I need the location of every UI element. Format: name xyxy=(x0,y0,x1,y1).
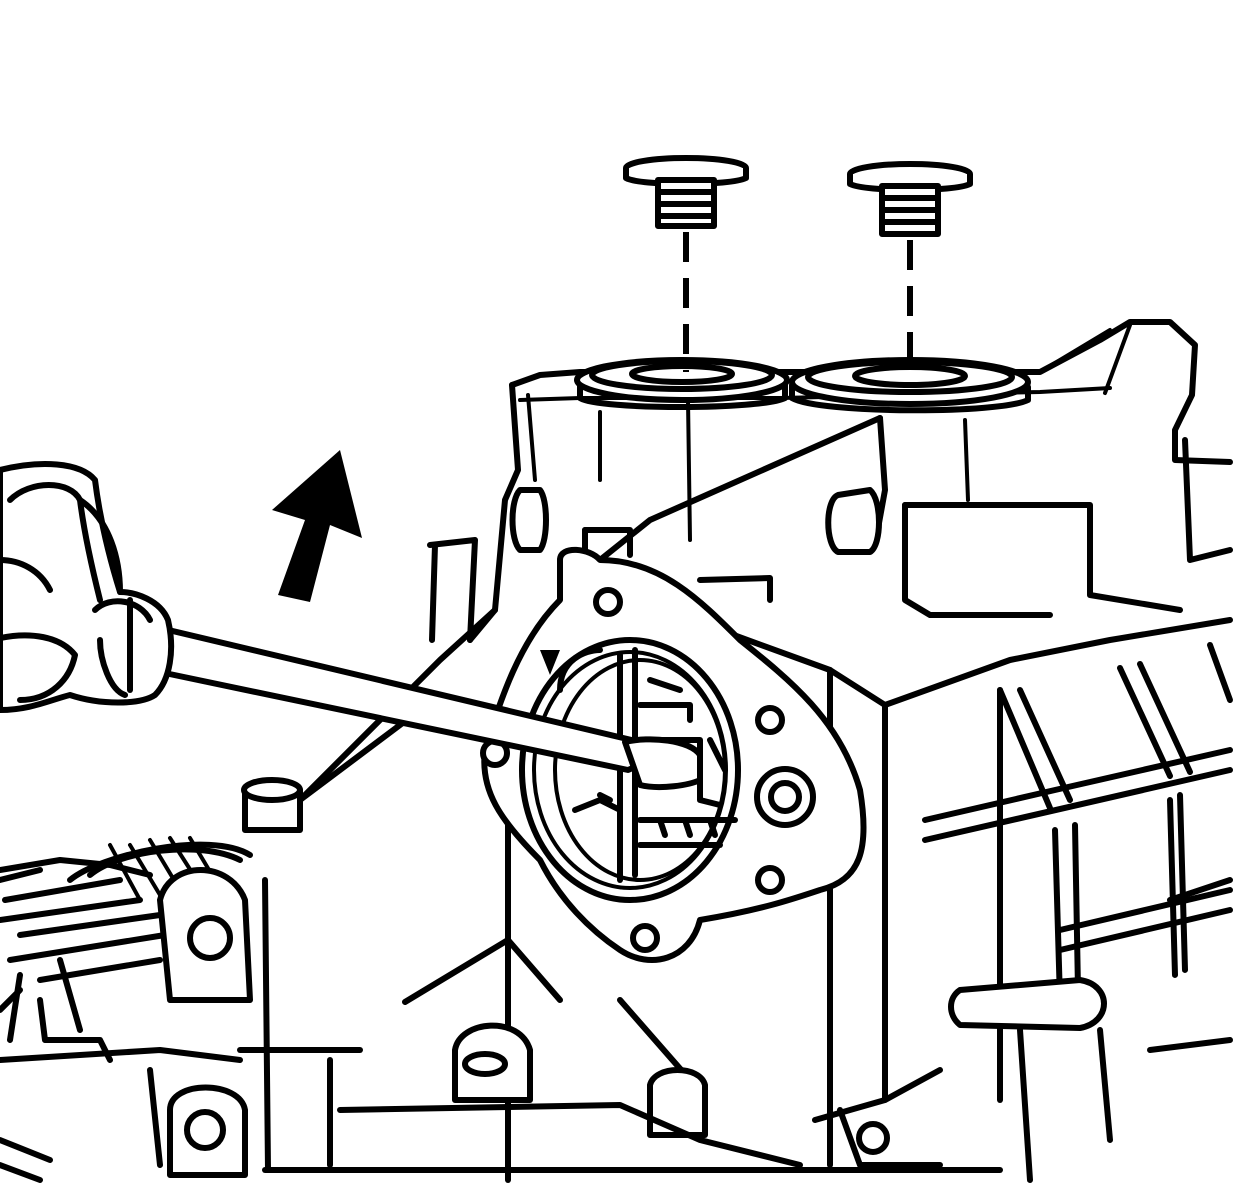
left-gear-section xyxy=(0,836,363,1183)
seal-right xyxy=(789,357,1031,414)
hand xyxy=(0,461,175,713)
seal-left xyxy=(574,357,790,410)
up-arrow-icon xyxy=(272,450,362,602)
housing xyxy=(241,319,1233,1183)
bolt-right xyxy=(847,161,973,237)
bolt-left xyxy=(623,155,749,229)
